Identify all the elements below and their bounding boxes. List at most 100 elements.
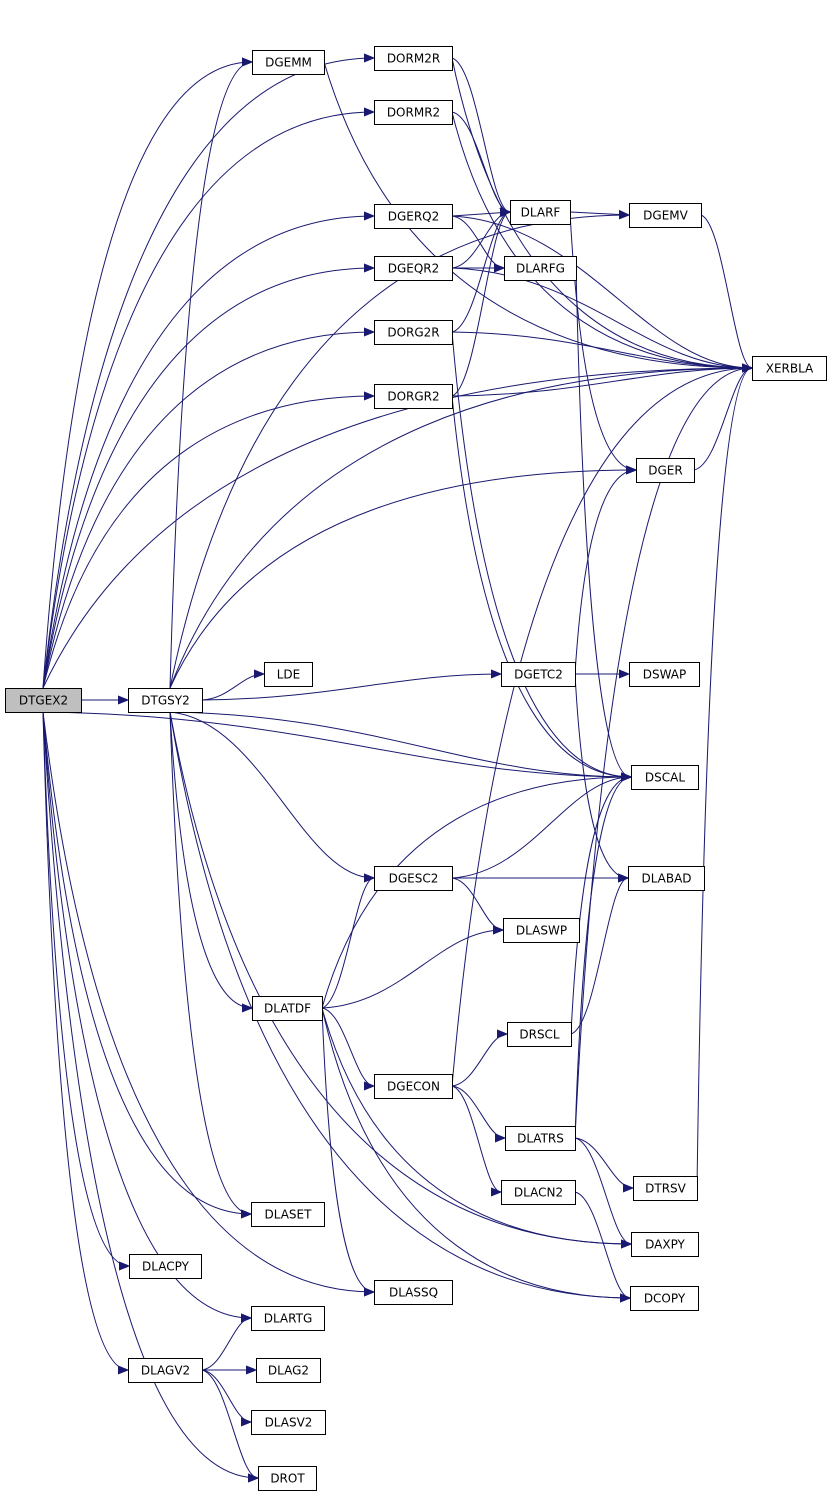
edge-dormr2-to-xerbla	[451, 111, 752, 368]
edge-dgeqr2-to-xerbla	[451, 267, 752, 368]
edge-dlagv2-to-drot	[201, 1369, 259, 1478]
edge-dtgsy2-to-dgetc2	[201, 674, 501, 701]
node-dlarf[interactable]: DLARF	[510, 200, 571, 225]
node-dgemm[interactable]: DGEMM	[252, 50, 325, 75]
node-dlarfg[interactable]: DLARFG	[504, 256, 577, 281]
node-dlabad[interactable]: DLABAD	[628, 866, 705, 891]
edge-drscl-to-dlabad	[570, 878, 629, 1035]
edge-dlarf-to-dgemv	[569, 212, 629, 215]
edge-layer	[42, 57, 753, 1478]
edge-dorg2r-to-xerbla	[451, 331, 752, 368]
edge-dgerq2-to-xerbla	[451, 215, 752, 368]
node-box	[374, 204, 453, 229]
node-dlatrs[interactable]: DLATRS	[505, 1126, 576, 1151]
node-dgeqr2[interactable]: DGEQR2	[374, 256, 453, 281]
node-label: DLARFG	[516, 262, 565, 276]
node-box	[374, 256, 453, 281]
node-box	[752, 356, 827, 381]
node-dlassq[interactable]: DLASSQ	[374, 1280, 453, 1305]
edge-dtgsy2-to-lde	[201, 674, 264, 701]
edge-dtgex2-to-dlacpy	[42, 711, 129, 1266]
node-dlartg[interactable]: DLARTG	[251, 1306, 325, 1331]
edge-dtgex2-to-xerbla	[42, 368, 752, 689]
node-daxpy[interactable]: DAXPY	[631, 1232, 699, 1257]
node-dlag2[interactable]: DLAG2	[256, 1358, 321, 1383]
edge-dtrsv-to-xerbla	[696, 368, 753, 1189]
node-dcopy[interactable]: DCOPY	[630, 1286, 699, 1311]
node-box	[374, 1074, 453, 1099]
node-box	[129, 1254, 202, 1279]
edge-dtgsy2-to-dcopy	[169, 711, 630, 1298]
edge-dlatdf-to-dlaswp	[321, 930, 503, 1009]
node-dlatdf[interactable]: DLATDF	[252, 996, 323, 1021]
node-label: DTGEX2	[19, 694, 68, 708]
node-label: DGEMV	[643, 209, 688, 223]
edge-dgecon-to-dlacn2	[451, 1085, 502, 1192]
node-dtgsy2[interactable]: DTGSY2	[128, 688, 203, 713]
edge-dorgr2-to-dlarf	[451, 212, 511, 397]
node-dgemv[interactable]: DGEMV	[629, 203, 702, 228]
edge-dlagv2-to-dlartg	[201, 1318, 252, 1371]
node-box	[631, 1232, 699, 1257]
node-box	[256, 1358, 321, 1383]
node-label: DORG2R	[387, 326, 439, 340]
node-dgetc2[interactable]: DGETC2	[501, 662, 576, 687]
node-label: DGEQR2	[388, 262, 440, 276]
edge-dgemm-to-xerbla	[323, 61, 752, 368]
edge-dtgex2-to-dorg2r	[42, 332, 374, 689]
edge-dlatdf-to-dcopy	[321, 1007, 630, 1298]
edge-dlatrs-to-dscal	[574, 777, 632, 1139]
node-box	[374, 1280, 453, 1305]
edge-dlatdf-to-dgesc2	[321, 878, 375, 1009]
node-dormr2[interactable]: DORMR2	[374, 100, 453, 125]
node-dorg2r[interactable]: DORG2R	[374, 320, 453, 345]
node-dscal[interactable]: DSCAL	[631, 765, 699, 790]
node-box	[633, 1176, 698, 1201]
edge-dtgex2-to-dormr2	[42, 112, 374, 689]
node-box	[374, 866, 453, 891]
node-box	[258, 1466, 317, 1491]
node-dtgex2[interactable]: DTGEX2	[5, 688, 82, 713]
node-dlacn2[interactable]: DLACN2	[501, 1180, 576, 1205]
edge-dlatdf-to-daxpy	[321, 1007, 631, 1244]
node-dlasv2[interactable]: DLASV2	[251, 1410, 326, 1435]
node-dorm2r[interactable]: DORM2R	[374, 46, 453, 71]
edge-dgesc2-to-dlaswp	[451, 877, 504, 930]
node-box	[128, 1358, 203, 1383]
node-xerbla[interactable]: XERBLA	[752, 356, 827, 381]
edge-dorm2r-to-dlarf	[451, 57, 511, 212]
node-drscl[interactable]: DRSCL	[507, 1022, 572, 1047]
node-box	[374, 100, 453, 125]
node-box	[252, 50, 325, 75]
node-dlaset[interactable]: DLASET	[251, 1202, 325, 1227]
edge-dtgex2-to-dscal	[42, 711, 631, 777]
edge-dtgex2-to-dlartg	[42, 711, 251, 1318]
node-dlaswp[interactable]: DLASWP	[503, 918, 580, 943]
node-dtrsv[interactable]: DTRSV	[633, 1176, 698, 1201]
node-drot[interactable]: DROT	[258, 1466, 317, 1491]
edge-dtgex2-to-dorm2r	[42, 58, 374, 689]
node-lde[interactable]: LDE	[264, 662, 313, 687]
node-label: DORM2R	[387, 52, 440, 66]
node-dorgr2[interactable]: DORGR2	[374, 384, 453, 409]
node-label: DSWAP	[643, 668, 687, 682]
node-box	[251, 1410, 326, 1435]
node-dswap[interactable]: DSWAP	[629, 662, 700, 687]
edge-dtgsy2-to-xerbla	[169, 368, 752, 689]
node-box	[631, 765, 699, 790]
node-dger[interactable]: DGER	[636, 458, 695, 483]
edge-dgecon-to-drscl	[451, 1034, 508, 1087]
node-label: DRSCL	[519, 1028, 560, 1042]
node-label: DGER	[648, 464, 682, 478]
node-label: DAXPY	[645, 1238, 685, 1252]
node-dgesc2[interactable]: DGESC2	[374, 866, 453, 891]
node-label: DGERQ2	[388, 210, 440, 224]
node-box	[501, 662, 576, 687]
node-dgecon[interactable]: DGECON	[374, 1074, 453, 1099]
node-box	[251, 1306, 325, 1331]
node-dgerq2[interactable]: DGERQ2	[374, 204, 453, 229]
edge-dlatdf-to-dgecon	[321, 1007, 375, 1086]
node-dlacpy[interactable]: DLACPY	[129, 1254, 202, 1279]
node-dlagv2[interactable]: DLAGV2	[128, 1358, 203, 1383]
node-label: DGEMM	[265, 56, 312, 70]
